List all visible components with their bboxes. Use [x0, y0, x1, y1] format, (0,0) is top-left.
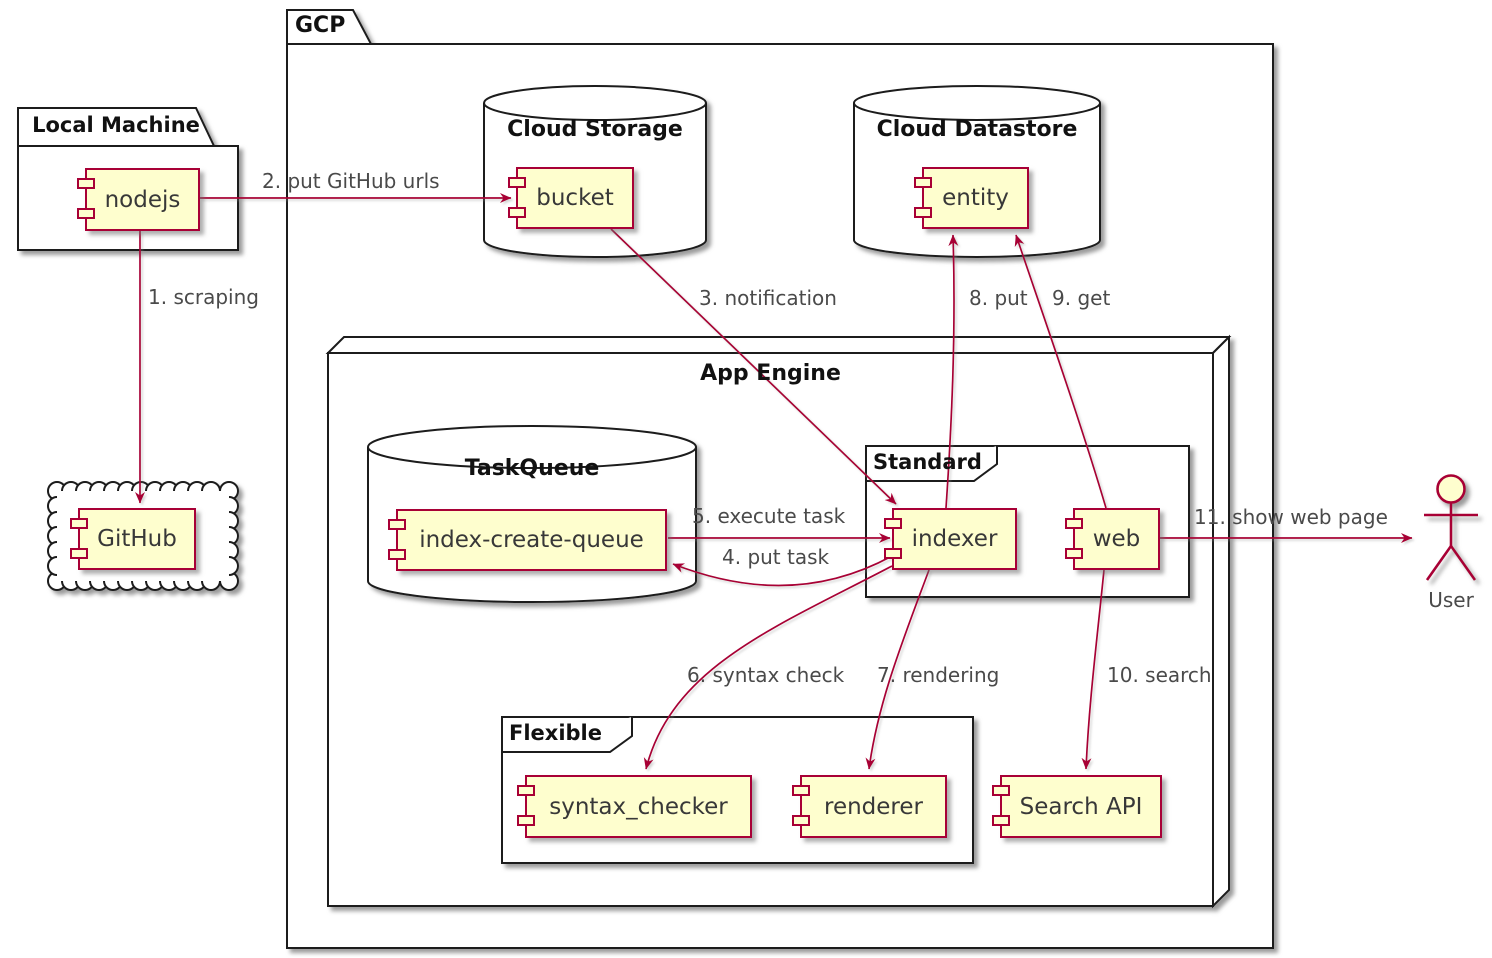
user-actor-label: User [1428, 588, 1474, 612]
edge-label-execute-task: 5. execute task [692, 504, 846, 528]
component-port-icon [884, 518, 902, 529]
component-label: entity [942, 185, 1009, 211]
component-port-icon [70, 518, 88, 529]
component-label: nodejs [104, 186, 181, 213]
component-port-icon [1065, 518, 1083, 529]
component-label: Search API [1019, 793, 1143, 820]
component-port-icon [70, 548, 88, 559]
component-label: indexer [911, 526, 998, 552]
edge-label-put-urls: 2. put GitHub urls [262, 169, 440, 193]
edge-label-search: 10. search [1107, 663, 1212, 687]
component-port-icon [914, 177, 932, 188]
user-actor [1424, 474, 1478, 581]
edge-put [945, 234, 959, 509]
edges-layer [135, 193, 1413, 770]
flexible-frame-title: Flexible [509, 721, 603, 745]
component-port-icon [792, 785, 810, 796]
component-port-icon [388, 519, 406, 530]
component-port-icon [914, 207, 932, 218]
component-syntax-checker: syntax_checker [517, 775, 752, 838]
edge-put-task [672, 555, 893, 587]
edge-notification [610, 228, 897, 505]
component-web: web [1065, 508, 1160, 570]
edge-label-scraping: 1. scraping [148, 285, 259, 309]
cloud-datastore-title: Cloud Datastore [876, 117, 1078, 142]
taskqueue-title: TaskQueue [464, 456, 600, 481]
component-label: bucket [536, 185, 614, 211]
edge-label-put-task: 4. put task [722, 545, 830, 569]
gcp-package-title: GCP [295, 13, 346, 38]
component-port-icon [1065, 548, 1083, 559]
component-github: GitHub [70, 508, 196, 570]
component-label: GitHub [97, 526, 177, 552]
edge-label-rendering: 7. rendering [877, 663, 1000, 687]
app-engine-title: App Engine [700, 361, 841, 386]
component-nodejs: nodejs [77, 168, 200, 231]
edge-label-syntax-check: 6. syntax check [687, 663, 845, 687]
edge-search [1081, 569, 1105, 770]
component-label: renderer [824, 793, 923, 820]
edge-label-put: 8. put [969, 286, 1028, 310]
edge-rendering [865, 569, 930, 770]
component-port-icon [992, 785, 1010, 796]
edge-label-show-web-page: 11. show web page [1194, 505, 1388, 529]
standard-frame-title: Standard [873, 450, 982, 474]
component-label: index-create-queue [419, 527, 644, 553]
edge-get [1014, 234, 1107, 509]
component-port-icon [884, 548, 902, 559]
component-port-icon [77, 178, 95, 189]
component-label: syntax_checker [549, 793, 728, 820]
component-port-icon [388, 549, 406, 560]
component-label: web [1092, 526, 1141, 552]
component-port-icon [508, 177, 526, 188]
local-machine-package-title: Local Machine [32, 113, 200, 137]
cloud-storage-title: Cloud Storage [507, 117, 683, 142]
component-renderer: renderer [792, 775, 947, 838]
component-index-create-queue: index-create-queue [388, 509, 667, 571]
component-indexer: indexer [884, 508, 1017, 570]
component-port-icon [508, 207, 526, 218]
component-port-icon [517, 785, 535, 796]
component-bucket: bucket [508, 167, 634, 229]
edge-label-notification: 3. notification [699, 286, 837, 310]
component-port-icon [792, 815, 810, 826]
edge-label-get: 9. get [1052, 286, 1111, 310]
component-port-icon [992, 815, 1010, 826]
component-entity: entity [914, 167, 1029, 229]
component-port-icon [517, 815, 535, 826]
component-port-icon [77, 208, 95, 219]
edge-syntax-check [643, 565, 893, 770]
component-search-api: Search API [992, 775, 1162, 838]
